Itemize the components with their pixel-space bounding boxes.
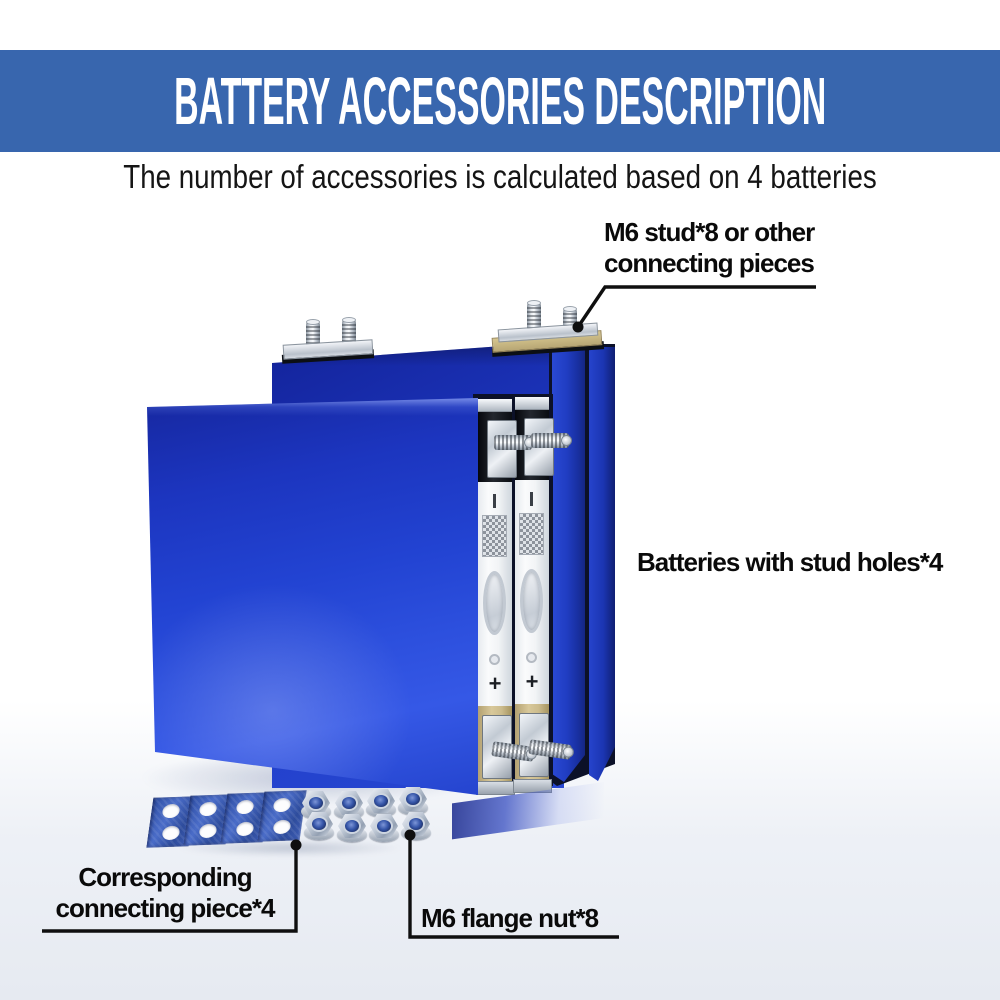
flange-nut [368, 814, 400, 842]
nut-hole [377, 820, 391, 832]
plus-mark: + [525, 669, 539, 694]
label-flange-nut: M6 flange nut*8 [421, 903, 599, 933]
qr-code-icon [482, 515, 507, 557]
plus-mark: + [488, 671, 502, 696]
busbar-hole [161, 803, 181, 819]
busbar-hole [161, 825, 181, 841]
busbar-hole [198, 801, 218, 817]
strip-top-cap [515, 397, 549, 410]
back-battery-edge [552, 344, 585, 782]
vent-oval [483, 571, 506, 635]
nut-hole [312, 818, 326, 830]
busbar-hole [272, 819, 292, 835]
vent-oval [520, 569, 543, 633]
flange-nut [336, 814, 368, 842]
busbar-hole [272, 797, 292, 813]
flange-nut [400, 812, 432, 840]
nut-hole [374, 795, 388, 807]
back-battery-edge [589, 347, 615, 781]
nut-hole [345, 820, 359, 832]
m6-stud-icon [531, 433, 572, 448]
nut-hole [406, 793, 420, 805]
busbar-group [146, 790, 320, 853]
subtitle: The number of accessories is calculated … [123, 158, 877, 195]
callout-line-stud [576, 285, 816, 328]
label-connecting-piece-line2: connecting piece*4 [55, 893, 276, 923]
flange-nut [303, 812, 335, 840]
busbar-hole [235, 799, 255, 815]
battery-sheen [147, 398, 478, 795]
qr-code-icon [519, 513, 544, 555]
m6-stud-icon [494, 435, 535, 450]
nut-hole [309, 797, 323, 809]
nut-hole [409, 818, 423, 830]
minus-mark [530, 492, 533, 506]
busbar-hole [198, 823, 218, 839]
front-battery [147, 398, 478, 795]
battery-side-strip: + [513, 397, 572, 793]
vent-dot [489, 654, 500, 665]
label-connecting-piece-line1: Corresponding [78, 862, 252, 892]
battery-side-strip: + [476, 399, 535, 795]
vent-dot [526, 652, 537, 663]
label-m6-stud-line1: M6 stud*8 or other [604, 217, 815, 247]
minus-mark [493, 494, 496, 508]
strip-top-cap [478, 399, 512, 412]
label-m6-stud: M6 stud*8 or other connecting pieces [604, 217, 815, 279]
nut-hole [342, 797, 356, 809]
strip-bottom-cap [476, 781, 516, 795]
label-connecting-piece: Corresponding connecting piece*4 [30, 862, 300, 924]
banner: BATTERY ACCESSORIES DESCRIPTION [0, 50, 1000, 152]
busbar-hole [235, 821, 255, 837]
label-batteries: Batteries with stud holes*4 [637, 547, 943, 577]
flange-nut [397, 787, 429, 815]
banner-title: BATTERY ACCESSORIES DESCRIPTION [173, 63, 827, 139]
flange-nut [365, 789, 397, 817]
label-m6-stud-line2: connecting pieces [604, 248, 815, 278]
